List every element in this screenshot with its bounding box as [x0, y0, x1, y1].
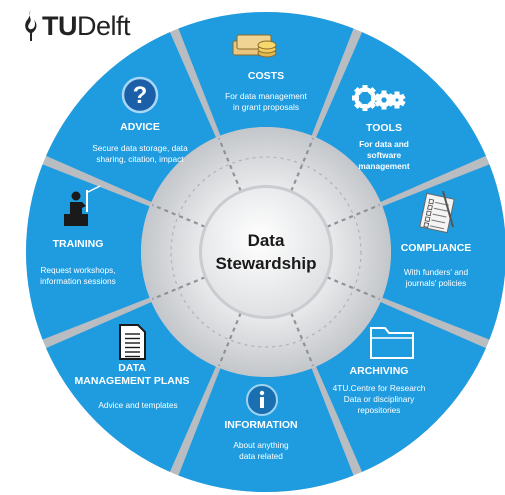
folder-icon: [370, 327, 414, 359]
segment-advice: [46, 32, 216, 202]
inner-divider: [290, 137, 315, 192]
segment-desc-archiving: 4TU.Centre for Research: [333, 383, 426, 393]
segment-title-compliance: COMPLIANCE: [401, 242, 472, 254]
segment-title-training: TRAINING: [53, 238, 104, 250]
segment-desc-compliance: journals' policies: [405, 278, 467, 288]
center-title-line1: Data: [248, 231, 285, 250]
segment-desc-compliance: With funders' and: [404, 267, 469, 277]
segment-desc-information: About anything: [233, 440, 289, 450]
checklist-icon: [419, 190, 455, 234]
segment-information: [178, 368, 354, 492]
money-stack-icon: [232, 34, 277, 58]
info-icon: [246, 384, 278, 416]
segment-desc-costs: For data management: [225, 91, 307, 101]
segment-desc-dmp: Advice and templates: [98, 400, 177, 410]
segment-desc-costs: in grant proposals: [233, 102, 299, 112]
segment-title-tools: TOOLS: [366, 122, 402, 134]
segment-title-dmp: MANAGEMENT PLANS: [75, 375, 190, 387]
segment-desc-archiving: repositories: [358, 405, 401, 415]
logo-delft: Delft: [77, 11, 131, 41]
segment-desc-tools: software: [367, 150, 402, 160]
segment-desc-training: information sessions: [40, 276, 116, 286]
inner-dashed-circle: [170, 156, 362, 348]
segment-desc-tools: For data and: [359, 139, 409, 149]
segment-desc-archiving: Data or disciplinary: [344, 394, 415, 404]
question-icon: ?: [121, 76, 159, 114]
segment-desc-information: data related: [239, 451, 283, 461]
inner-divider: [326, 276, 381, 301]
segment-title-advice: ADVICE: [120, 121, 160, 133]
inner-divider: [217, 312, 242, 367]
segment-archiving: [316, 302, 486, 472]
segment-title-costs: COSTS: [248, 70, 284, 82]
inner-divider: [290, 312, 315, 367]
tudelft-logo: TU Delft: [20, 8, 131, 42]
segment-title-dmp: DATA: [118, 362, 146, 374]
inner-divider: [326, 203, 381, 228]
segment-tools: [316, 32, 486, 202]
document-icon: [119, 324, 146, 360]
inner-divider: [151, 203, 206, 228]
logo-tu: TU: [42, 11, 78, 41]
gears-icon: [352, 85, 406, 111]
inner-divider: [151, 276, 206, 301]
segment-dmp: [46, 302, 216, 472]
svg-text:?: ?: [133, 82, 148, 109]
segment-desc-training: Request workshops,: [40, 265, 115, 275]
teacher-icon: [64, 185, 101, 226]
flame-icon: [25, 10, 37, 41]
center-disc: [202, 188, 330, 316]
inner-divider: [217, 137, 242, 192]
segment-desc-advice: Secure data storage, data: [92, 143, 188, 153]
segment-desc-advice: sharing, citation, impact: [96, 154, 184, 164]
segment-title-information: INFORMATION: [224, 419, 297, 431]
center-title-line2: Stewardship: [215, 254, 316, 273]
segment-costs: [178, 11, 354, 136]
segment-desc-tools: management: [358, 161, 409, 171]
segment-compliance: [382, 164, 505, 340]
segment-training: [26, 164, 150, 340]
segment-title-archiving: ARCHIVING: [350, 365, 409, 377]
